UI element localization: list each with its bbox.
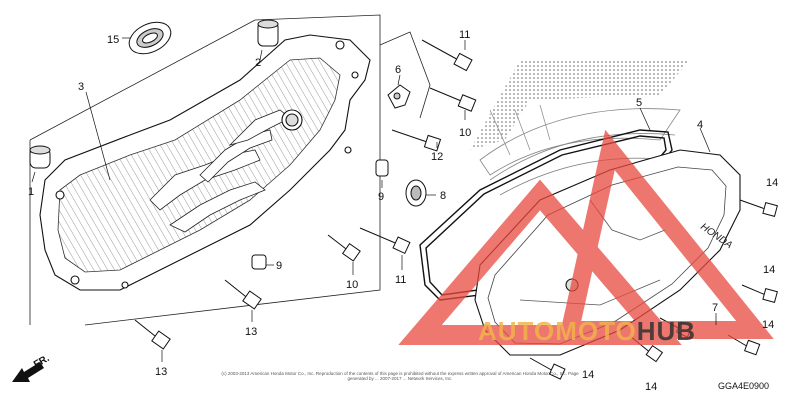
callout-14-a: 14 (766, 177, 778, 189)
callout-15: 15 (107, 34, 119, 46)
callout-7: 7 (712, 302, 718, 314)
callout-2: 2 (255, 57, 261, 69)
bolt-14-b (741, 284, 778, 303)
bolt-13-lower (134, 319, 171, 350)
callout-12: 12 (431, 151, 443, 163)
collar-part-1 (29, 145, 51, 169)
watermark-text-part2: HUB (636, 316, 697, 346)
callout-1: 1 (28, 186, 34, 198)
callout-3: 3 (78, 81, 84, 93)
bolt-11-lower (359, 227, 411, 255)
callout-5: 5 (636, 97, 642, 109)
callout-14-e: 14 (645, 381, 657, 393)
honda-wing-logo (470, 60, 690, 196)
bolt-10-upper (429, 87, 477, 112)
bolt-13-upper (224, 279, 262, 310)
callout-6: 6 (395, 64, 401, 76)
watermark-logo (398, 129, 774, 345)
diagram-code: GGA4E0900 (718, 381, 770, 391)
bolt-10-lower (327, 234, 361, 262)
front-direction-label: FR. (32, 353, 52, 371)
callout-13-upper: 13 (245, 326, 257, 338)
callout-10-lower: 10 (346, 279, 358, 291)
bolt-14-a (739, 199, 778, 217)
callout-14-c: 14 (762, 319, 774, 331)
clip-part-6 (387, 84, 411, 109)
callout-14-b: 14 (763, 264, 775, 276)
callout-11-upper: 11 (459, 29, 470, 41)
watermark-text: AUTOMOTOHUB (478, 316, 696, 347)
callout-13-lower: 13 (155, 366, 167, 378)
dowel-pin-part-2 (257, 19, 279, 47)
callout-10-upper: 10 (459, 127, 471, 139)
front-direction-arrow: FR. (12, 353, 52, 382)
callout-14-d: 14 (582, 369, 594, 381)
bearing-part-15 (128, 21, 172, 55)
callout-4: 4 (697, 119, 703, 131)
dowel-part-9-lower (251, 254, 267, 270)
bolt-14-e (529, 357, 566, 380)
left-crankcase (39, 34, 371, 291)
callout-11-lower: 11 (395, 274, 406, 286)
leader-lines (31, 37, 717, 362)
watermark-text-part1: AUTOMOTO (478, 316, 637, 346)
part-number-labels: 15 2 3 1 11 6 10 12 9 8 5 4 9 10 11 13 1… (28, 29, 778, 393)
oil-seal-part-8 (405, 179, 427, 207)
callout-9-upper: 9 (378, 191, 384, 203)
callout-9-lower: 9 (276, 260, 282, 272)
copyright-notice: (c) 2003-2013 American Honda Motor Co., … (221, 371, 579, 381)
callout-8: 8 (440, 190, 446, 202)
assembly-bracket-lines (29, 14, 431, 326)
bolt-12 (391, 129, 442, 152)
bolt-11-upper (421, 39, 473, 72)
dowel-part-9-upper (375, 159, 389, 177)
